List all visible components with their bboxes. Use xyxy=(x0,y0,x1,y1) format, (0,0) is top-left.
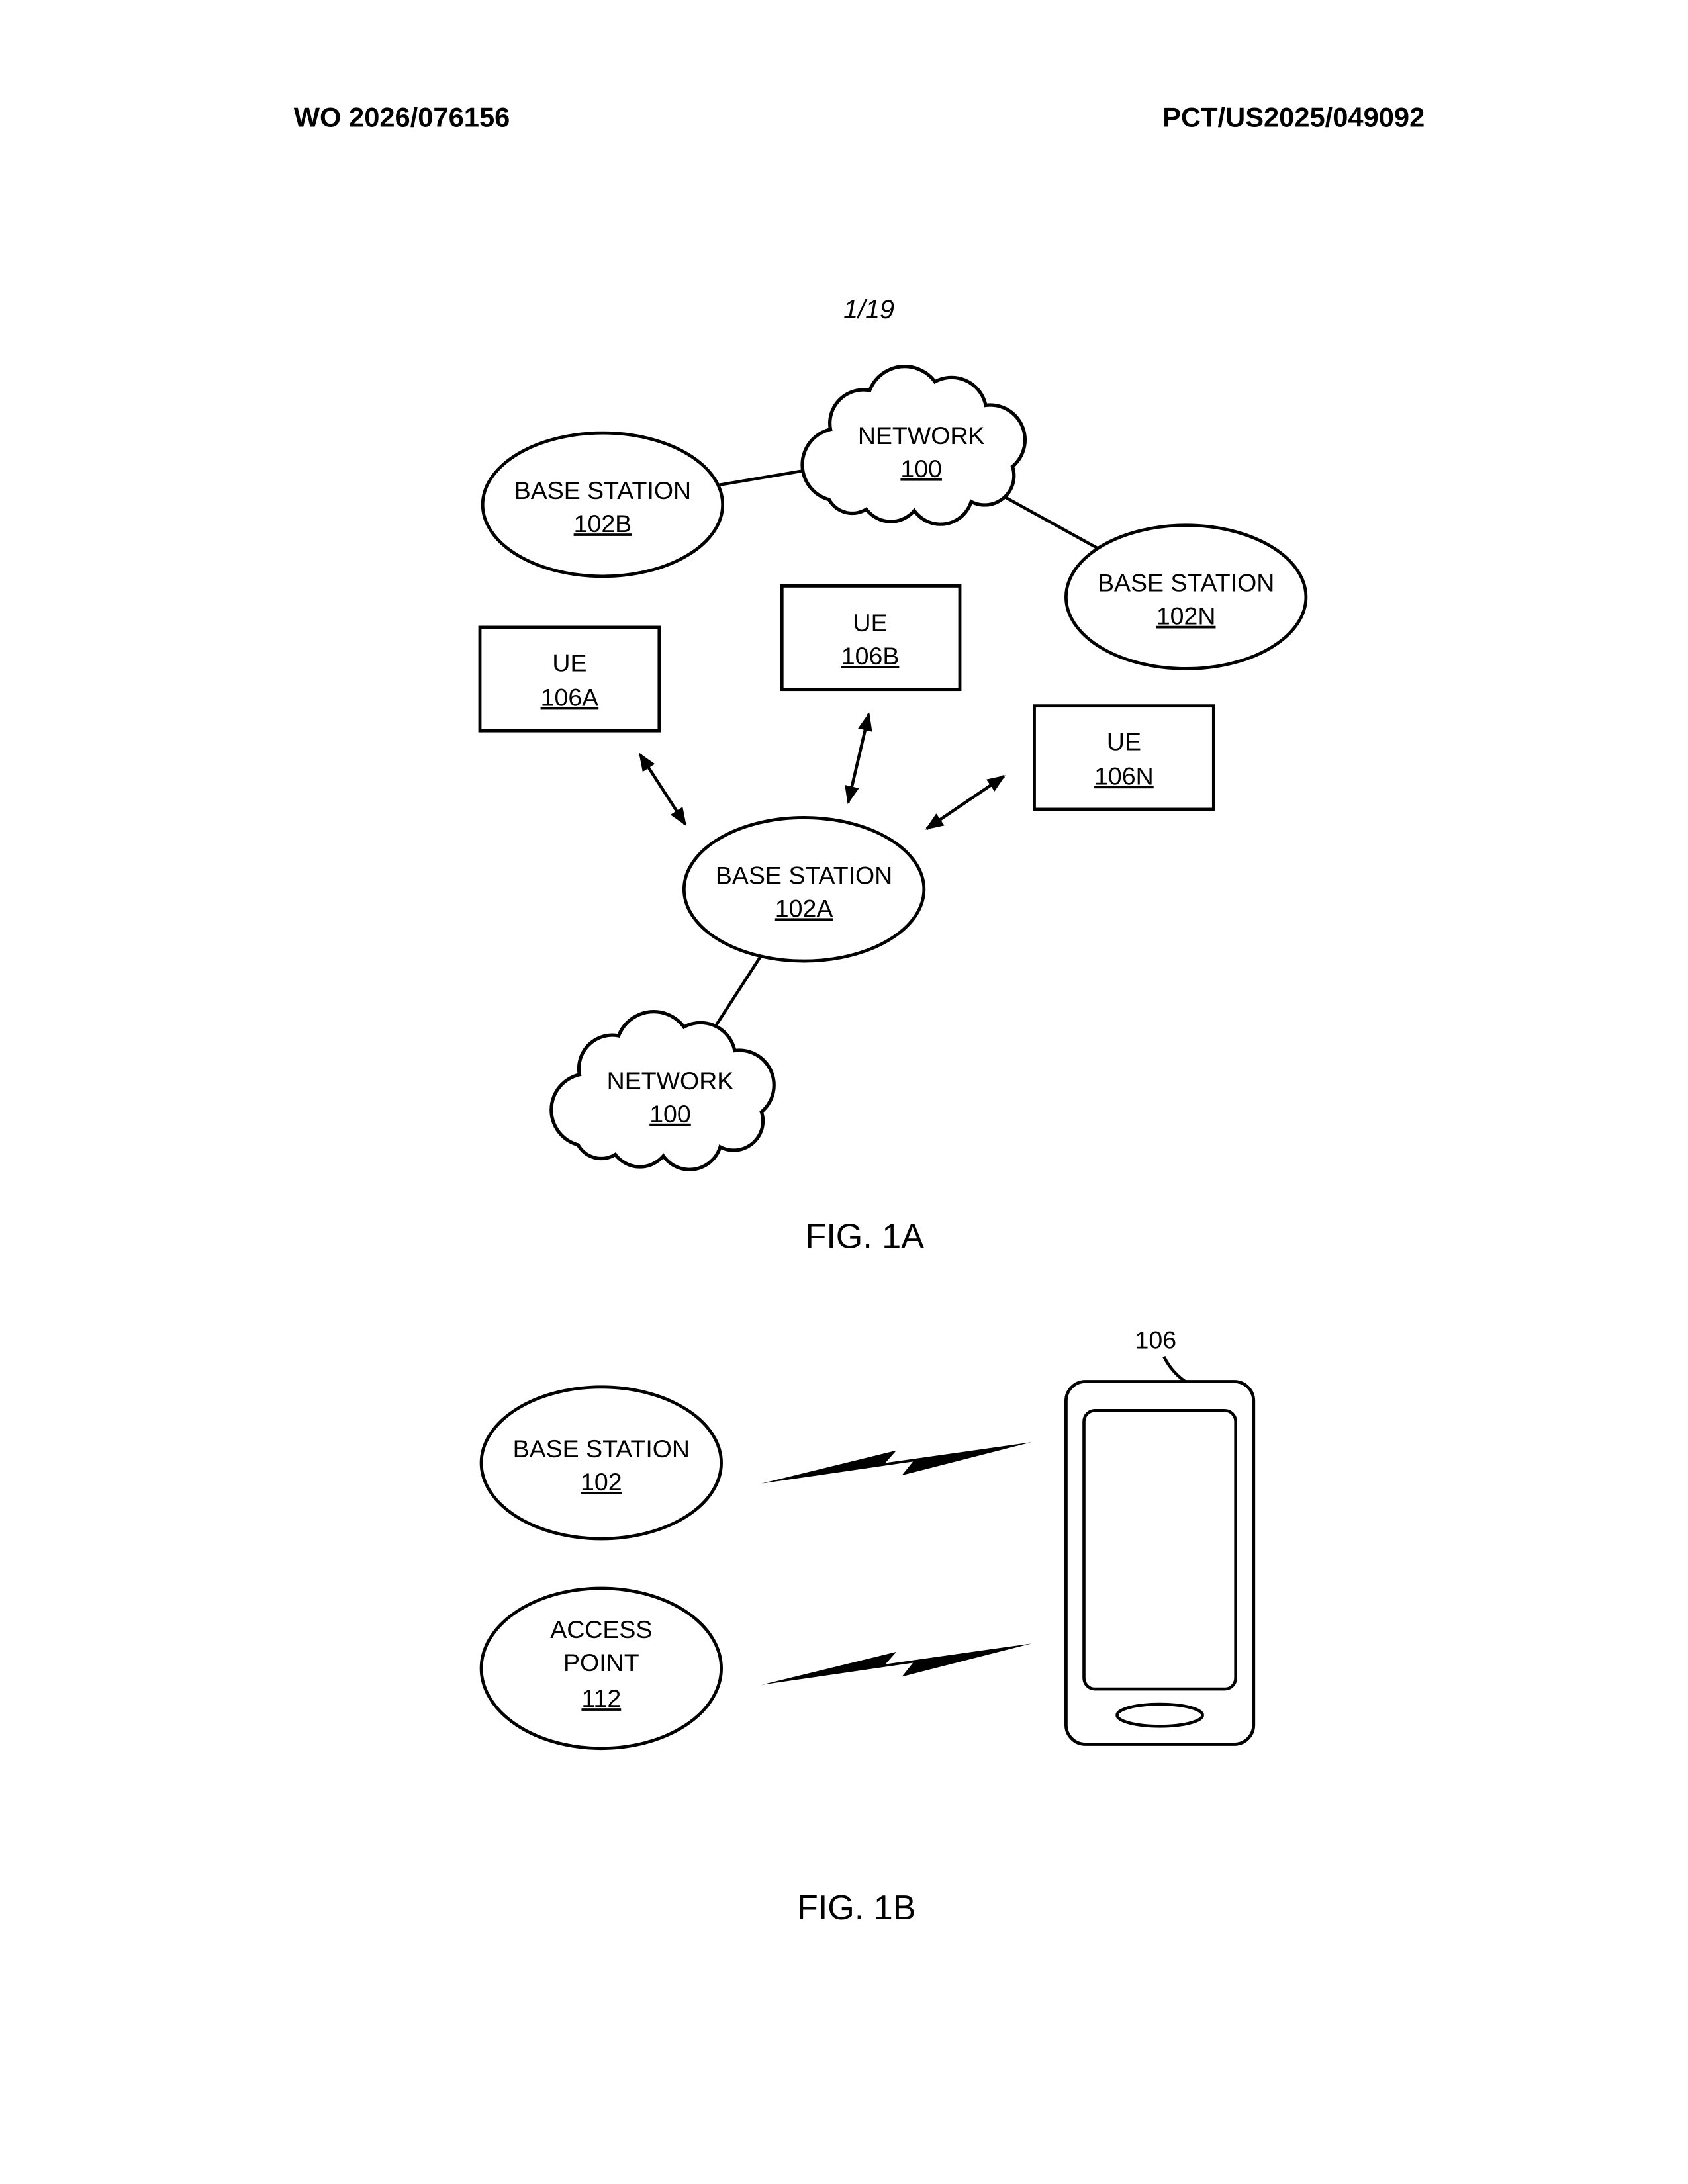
fig-1a: NETWORK 100 BASE STATION 102B BASE STATI… xyxy=(478,368,1308,1255)
fig-1b-caption: FIG. 1B xyxy=(797,1889,915,1927)
lightning-bolt-access-point xyxy=(761,1643,1032,1685)
base-station-102n-label: BASE STATION xyxy=(1098,569,1274,597)
arrow-102a-106n xyxy=(925,775,1006,830)
access-point-112-label-line1: ACCESS xyxy=(550,1615,652,1643)
ue-device-ref: 106 xyxy=(1135,1326,1177,1354)
network-bottom-label: NETWORK xyxy=(607,1067,734,1095)
base-station-102a-node: BASE STATION 102A xyxy=(682,816,926,963)
arrow-102a-106a xyxy=(638,752,687,827)
ue-106n-label: UE xyxy=(1107,727,1141,755)
fig-1a-caption: FIG. 1A xyxy=(806,1217,925,1255)
header-doc-number: WO 2026/076156 xyxy=(294,102,510,133)
access-point-112-ref: 112 xyxy=(581,1684,621,1712)
sheet-number: 1/19 xyxy=(843,295,894,324)
base-station-102-label: BASE STATION xyxy=(513,1435,690,1463)
base-station-102a-ref: 102A xyxy=(775,894,833,922)
base-station-102b-ref: 102B xyxy=(574,510,632,537)
base-station-102-node: BASE STATION 102 xyxy=(479,1385,723,1541)
base-station-102n-node: BASE STATION 102N xyxy=(1064,523,1308,670)
network-bottom-ref: 100 xyxy=(649,1100,691,1128)
fig-1b: 106 BASE STATION 102 ACCESS POINT 112 FI… xyxy=(479,1326,1256,1927)
base-station-102b-label: BASE STATION xyxy=(514,477,691,504)
base-station-102a-label: BASE STATION xyxy=(716,861,892,889)
ue-106a-ref: 106A xyxy=(541,684,599,711)
network-cloud-bottom: NETWORK 100 xyxy=(553,1013,772,1167)
arrow-102a-106b xyxy=(845,712,872,805)
ue-106n-ref: 106N xyxy=(1094,762,1154,790)
network-top-label: NETWORK xyxy=(858,422,985,449)
base-station-102-ref: 102 xyxy=(581,1468,622,1496)
ue-106a-label: UE xyxy=(552,649,586,677)
base-station-102b-node: BASE STATION 102B xyxy=(481,431,725,578)
phone-device xyxy=(1064,1380,1256,1746)
base-station-102n-ref: 102N xyxy=(1156,602,1216,630)
ue-106b-ref: 106B xyxy=(841,642,900,670)
network-top-ref: 100 xyxy=(900,455,942,482)
ue-106n-node: UE 106N xyxy=(1033,704,1215,811)
access-point-112-node: ACCESS POINT 112 xyxy=(479,1586,723,1751)
ue-device-leader-line xyxy=(1162,1355,1188,1385)
ue-106b-label: UE xyxy=(853,609,888,637)
ue-106b-node: UE 106B xyxy=(780,584,962,692)
phone-screen xyxy=(1082,1408,1237,1691)
network-cloud-top: NETWORK 100 xyxy=(804,368,1023,522)
ue-106a-node: UE 106A xyxy=(478,625,661,733)
lightning-bolt-base-station xyxy=(761,1442,1032,1484)
access-point-112-label-line2: POINT xyxy=(563,1649,639,1676)
phone-home-button xyxy=(1115,1702,1204,1728)
header-pct-number: PCT/US2025/049092 xyxy=(1162,102,1425,133)
